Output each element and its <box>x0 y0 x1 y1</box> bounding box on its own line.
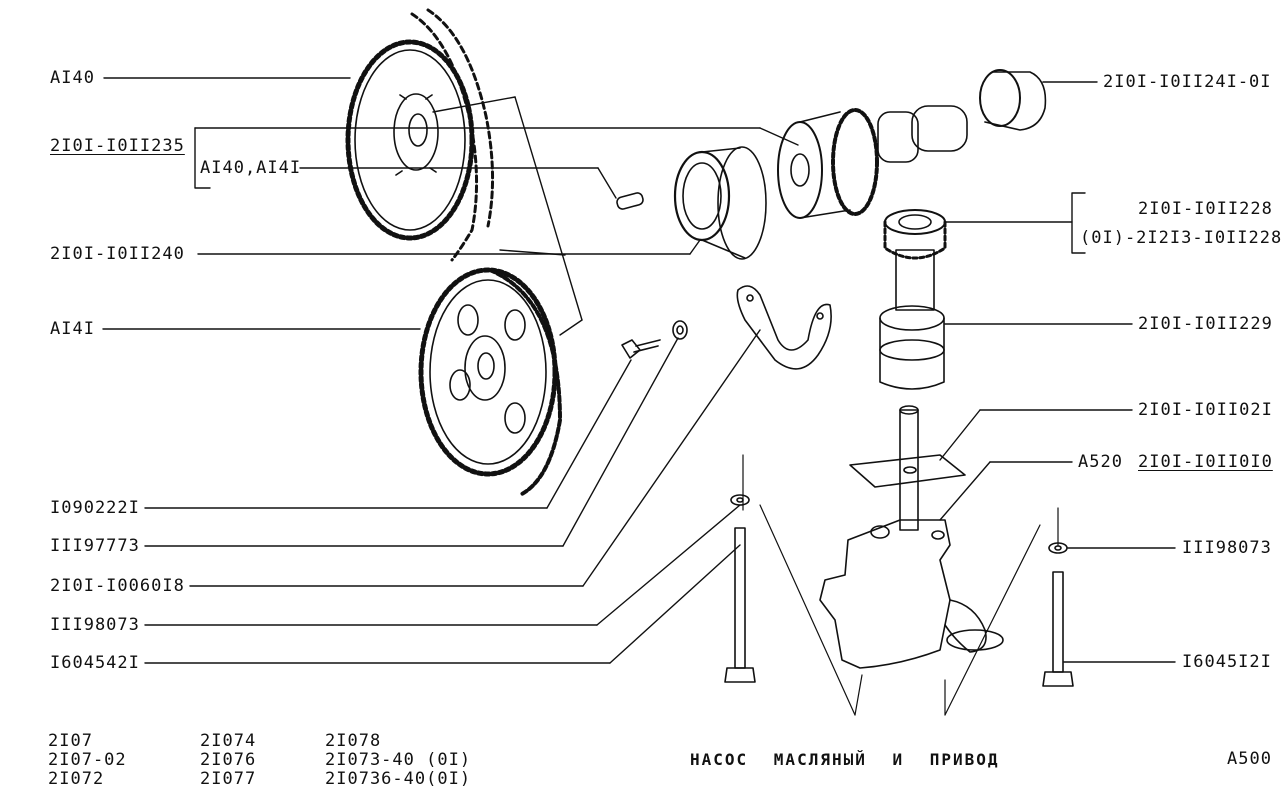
callout-2101-1011228: 2I0I-I0II228 <box>1138 199 1273 219</box>
timing-cover-outline <box>432 96 583 336</box>
drive-gear-shaft <box>777 105 968 219</box>
callout-2101-1011229: 2I0I-I0II229 <box>1138 314 1273 334</box>
callout-2101-1011010: 2I0I-I0II0I0 <box>1138 452 1273 472</box>
model-col1-row2: 2I07-02 <box>48 750 127 770</box>
callout-11198073-left: III98073 <box>50 615 140 635</box>
model-col3-row1: 2I078 <box>325 731 382 751</box>
callout-2101-1011235: 2I0I-I0II235 <box>50 136 185 156</box>
timing-chain <box>410 8 495 262</box>
model-col2-row3: 2I077 <box>200 769 257 789</box>
long-bolts <box>724 494 1074 687</box>
bolt-and-washer <box>621 320 688 359</box>
callout-11197773: III97773 <box>50 536 140 556</box>
model-col3-row2: 2I073-40 (0I) <box>325 750 472 770</box>
callout-ai40-ai41: AI40,AI4I <box>200 158 302 178</box>
leader-lines <box>102 77 1176 664</box>
model-col2-row2: 2I076 <box>200 750 257 770</box>
callout-2101-1011241-01: 2I0I-I0II24I-0I <box>1103 72 1272 92</box>
model-col1-row1: 2I07 <box>48 731 93 751</box>
driven-gear <box>883 209 947 311</box>
gear-bushing <box>879 305 945 390</box>
callout-16045121: I6045I2I <box>1182 652 1272 672</box>
model-col2-row1: 2I074 <box>200 731 257 751</box>
model-col3-row3: 2I0736-40(0I) <box>325 769 472 789</box>
callout-ai41: AI4I <box>50 319 95 339</box>
dowel-pin <box>616 192 644 210</box>
page-title: НАСОС МАСЛЯНЫЙ И ПРИВОД <box>690 750 1000 769</box>
callout-2101-1011021: 2I0I-I0II02I <box>1138 400 1273 420</box>
callout-a520: A520 <box>1078 452 1123 472</box>
callout-11198073-right: III98073 <box>1182 538 1272 558</box>
callout-2101-1011240: 2I0I-I0II240 <box>50 244 185 264</box>
callout-16045421: I604542I <box>50 653 140 673</box>
oil-pump <box>819 405 1004 669</box>
camshaft-sprocket <box>345 39 475 241</box>
page-code: A500 <box>1227 749 1272 769</box>
shaft-bushing <box>979 69 1047 131</box>
bushing <box>673 146 767 260</box>
callout-2101-1006018: 2I0I-I0060I8 <box>50 576 185 596</box>
callout-01-21213-1011228: (0I)-2I2I3-I0II228 <box>1080 228 1283 248</box>
assembly-lines <box>742 454 1059 716</box>
callout-ai40: AI40 <box>50 68 95 88</box>
retaining-plate <box>736 285 832 370</box>
model-col1-row3: 2I072 <box>48 769 105 789</box>
callout-10902221: I090222I <box>50 498 140 518</box>
intermediate-sprocket <box>418 267 562 497</box>
